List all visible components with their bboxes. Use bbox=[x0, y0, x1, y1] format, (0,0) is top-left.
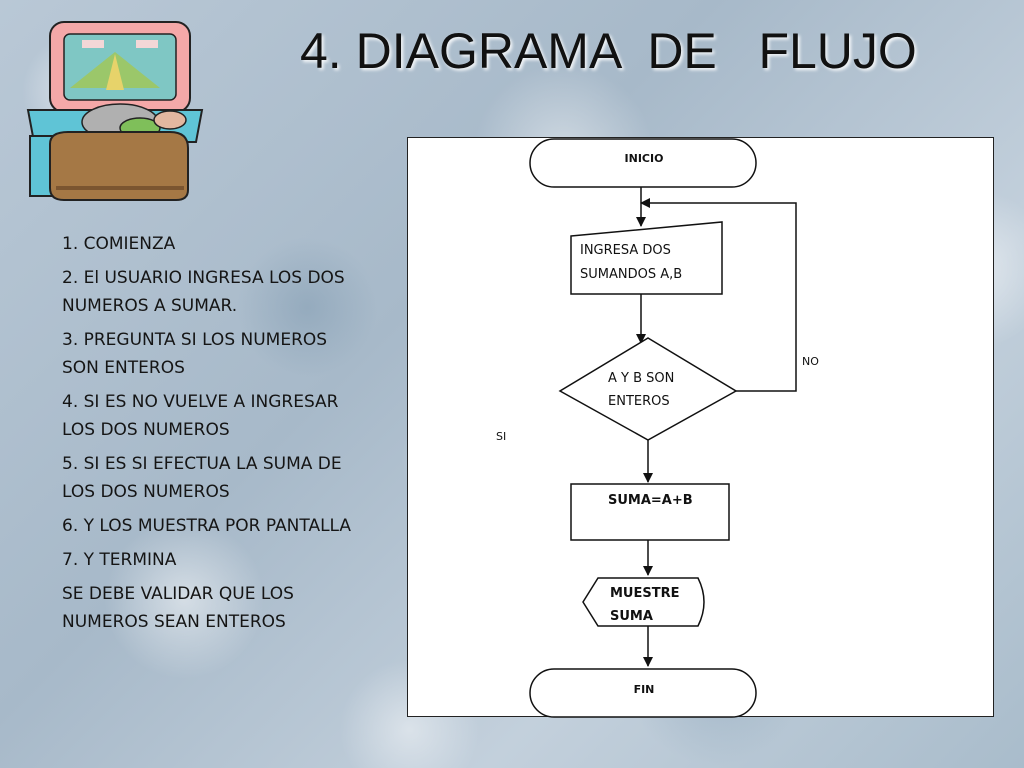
output-label-line2: SUMA bbox=[610, 609, 653, 624]
slide-title: 4. DIAGRAMA DE FLUJO bbox=[300, 23, 917, 79]
process-box bbox=[570, 483, 730, 541]
yes-branch-label: SI bbox=[496, 430, 506, 443]
output-label-line1: MUESTRE bbox=[610, 586, 680, 601]
decision-label-line1: A Y B SON bbox=[608, 371, 674, 386]
start-label: INICIO bbox=[625, 152, 664, 165]
list-item: 6. Y LOS MUESTRA POR PANTALLA bbox=[62, 516, 352, 536]
input-shape bbox=[570, 221, 723, 295]
input-label-line1: INGRESA DOS bbox=[580, 243, 671, 258]
list-item: 7. Y TERMINA bbox=[62, 550, 177, 570]
person-at-computer-icon bbox=[20, 18, 210, 208]
list-item: 5. SI ES SI EFECTUA LA SUMA DE LOS DOS N… bbox=[62, 454, 342, 502]
decision-diamond bbox=[558, 337, 738, 441]
start-terminator bbox=[529, 138, 757, 188]
output-display-shape bbox=[582, 577, 705, 627]
no-branch-label: NO bbox=[802, 355, 819, 368]
end-terminator bbox=[529, 668, 757, 718]
list-item: 1. COMIENZA bbox=[62, 234, 176, 254]
steps-list: 1. COMIENZA 2. El USUARIO INGRESA LOS DO… bbox=[62, 230, 362, 642]
decision-label-line2: ENTEROS bbox=[608, 394, 670, 409]
list-item: 4. SI ES NO VUELVE A INGRESAR LOS DOS NU… bbox=[62, 392, 339, 440]
list-item: 2. El USUARIO INGRESA LOS DOS NUMEROS A … bbox=[62, 268, 345, 316]
end-label: FIN bbox=[634, 683, 655, 696]
list-item: 3. PREGUNTA SI LOS NUMEROS SON ENTEROS bbox=[62, 330, 328, 378]
loop-back-connector bbox=[640, 198, 797, 392]
process-label: SUMA=A+B bbox=[608, 493, 693, 508]
input-label-line2: SUMANDOS A,B bbox=[580, 267, 682, 282]
list-item: SE DEBE VALIDAR QUE LOS NUMEROS SEAN ENT… bbox=[62, 584, 294, 632]
flowchart-panel: INICIO INGRESA DOS SUMANDOS A,B A Y B SO… bbox=[407, 137, 994, 718]
